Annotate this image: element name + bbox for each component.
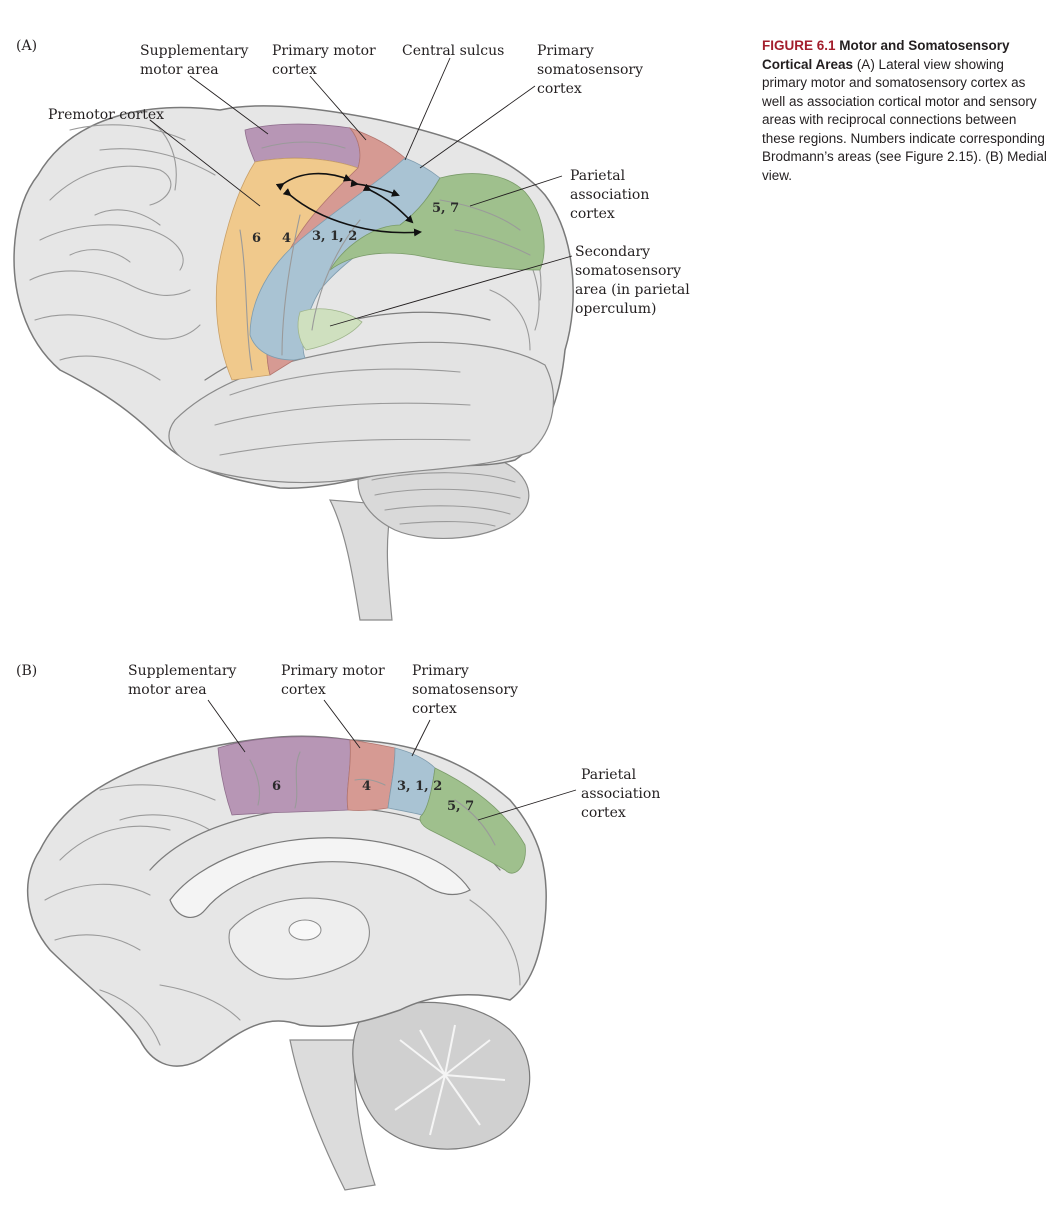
- b-brainstem-shape: [289, 1039, 376, 1191]
- panel-a-lateral-view: (A): [13, 38, 694, 621]
- a-label-parietal-association-cortex: Parietal association cortex: [570, 168, 654, 222]
- b-colored-areas-gyri: [249, 751, 496, 846]
- a-label-premotor-cortex: Premotor cortex: [48, 107, 164, 123]
- a-area-number-premotor: 6: [252, 231, 261, 246]
- b-cerebellum-shape: [352, 1001, 531, 1150]
- b-area-number-parietal: 5, 7: [447, 799, 474, 814]
- b-cerebellum-arbor-vitae: [394, 1024, 506, 1136]
- b-label-primary-somatosensory-cortex: Primary somatosensory cortex: [412, 663, 522, 717]
- reciprocal-connection-arrows: [275, 172, 422, 237]
- b-supplementary-motor-area: [217, 736, 351, 816]
- a-area-number-somatosensory: 3, 1, 2: [312, 229, 357, 244]
- b-parietal-association-cortex: [419, 767, 526, 874]
- b-label-primary-motor-cortex: Primary motor cortex: [281, 663, 389, 698]
- panel-b-leader-lines: [207, 699, 577, 821]
- brainstem-shape: [328, 499, 393, 621]
- arrow-premotor-to-motor: [275, 172, 352, 191]
- interthalamic-adhesion: [288, 919, 322, 941]
- corpus-callosum-shape: [169, 837, 471, 918]
- panel-b-label: (B): [16, 663, 37, 679]
- b-area-number-somatosensory: 3, 1, 2: [397, 779, 442, 794]
- caption-figure-number: FIGURE 6.1: [762, 38, 836, 53]
- a-label-secondary-somatosensory-area: Secondary somatosensory area (in parieta…: [575, 244, 694, 317]
- a-label-primary-somatosensory-cortex: Primary somatosensory cortex: [537, 43, 647, 97]
- cerebellum-folia: [371, 472, 521, 527]
- panel-a-leader-lines: [149, 57, 573, 327]
- b-label-supplementary-motor-area: Supplementary motor area: [128, 663, 241, 698]
- b-area-number-motor: 4: [362, 779, 371, 794]
- figure-caption: FIGURE 6.1 Motor and Somatosensory Corti…: [762, 37, 1052, 185]
- a-area-number-parietal: 5, 7: [432, 201, 459, 216]
- panel-a-label: (A): [16, 38, 37, 54]
- a-label-central-sulcus: Central sulcus: [402, 43, 504, 59]
- arrow-premotor-to-parietal: [282, 188, 422, 237]
- b-label-parietal-association-cortex: Parietal association cortex: [581, 767, 665, 821]
- caption-title: Motor and Somatosensory Cortical Areas: [762, 38, 1010, 72]
- a-label-supplementary-motor-area: Supplementary motor area: [140, 43, 253, 78]
- caption-body: (A) Lateral view showing primary motor a…: [762, 56, 1047, 183]
- b-area-number-supplementary: 6: [272, 779, 281, 794]
- a-label-primary-motor-cortex: Primary motor cortex: [272, 43, 380, 78]
- a-area-number-motor: 4: [282, 231, 291, 246]
- b-primary-motor-cortex: [346, 739, 396, 811]
- panel-b-medial-view: (B): [16, 663, 665, 1191]
